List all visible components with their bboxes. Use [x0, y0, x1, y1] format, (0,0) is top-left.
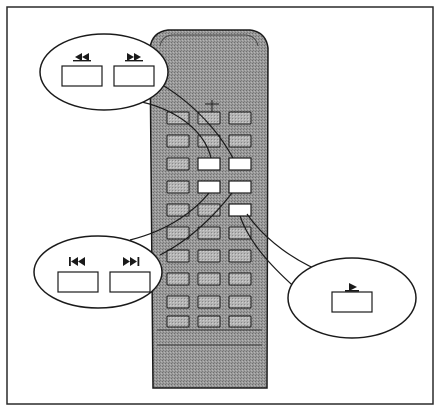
fast-forward-icon	[125, 53, 143, 62]
remote-button-grid	[166, 111, 252, 328]
callout-rewind-fast-forward	[39, 33, 234, 159]
remote-control	[149, 29, 269, 389]
callout-skip	[33, 192, 233, 309]
skip-back-button	[57, 271, 99, 293]
highlight-rewind	[197, 157, 221, 171]
skip-forward-button	[109, 271, 151, 293]
fast-forward-button	[113, 65, 155, 87]
skip-back-icon	[69, 257, 85, 266]
highlight-skip-forward	[228, 180, 252, 194]
play-icon	[345, 283, 359, 292]
rewind-icon	[73, 53, 91, 62]
rewind-button	[61, 65, 103, 87]
highlight-fast-forward	[228, 157, 252, 171]
skip-forward-icon	[123, 257, 140, 266]
callout-play	[239, 213, 417, 339]
play-button	[331, 291, 373, 313]
highlighted-buttons	[197, 157, 252, 217]
highlight-skip-back	[197, 180, 221, 194]
